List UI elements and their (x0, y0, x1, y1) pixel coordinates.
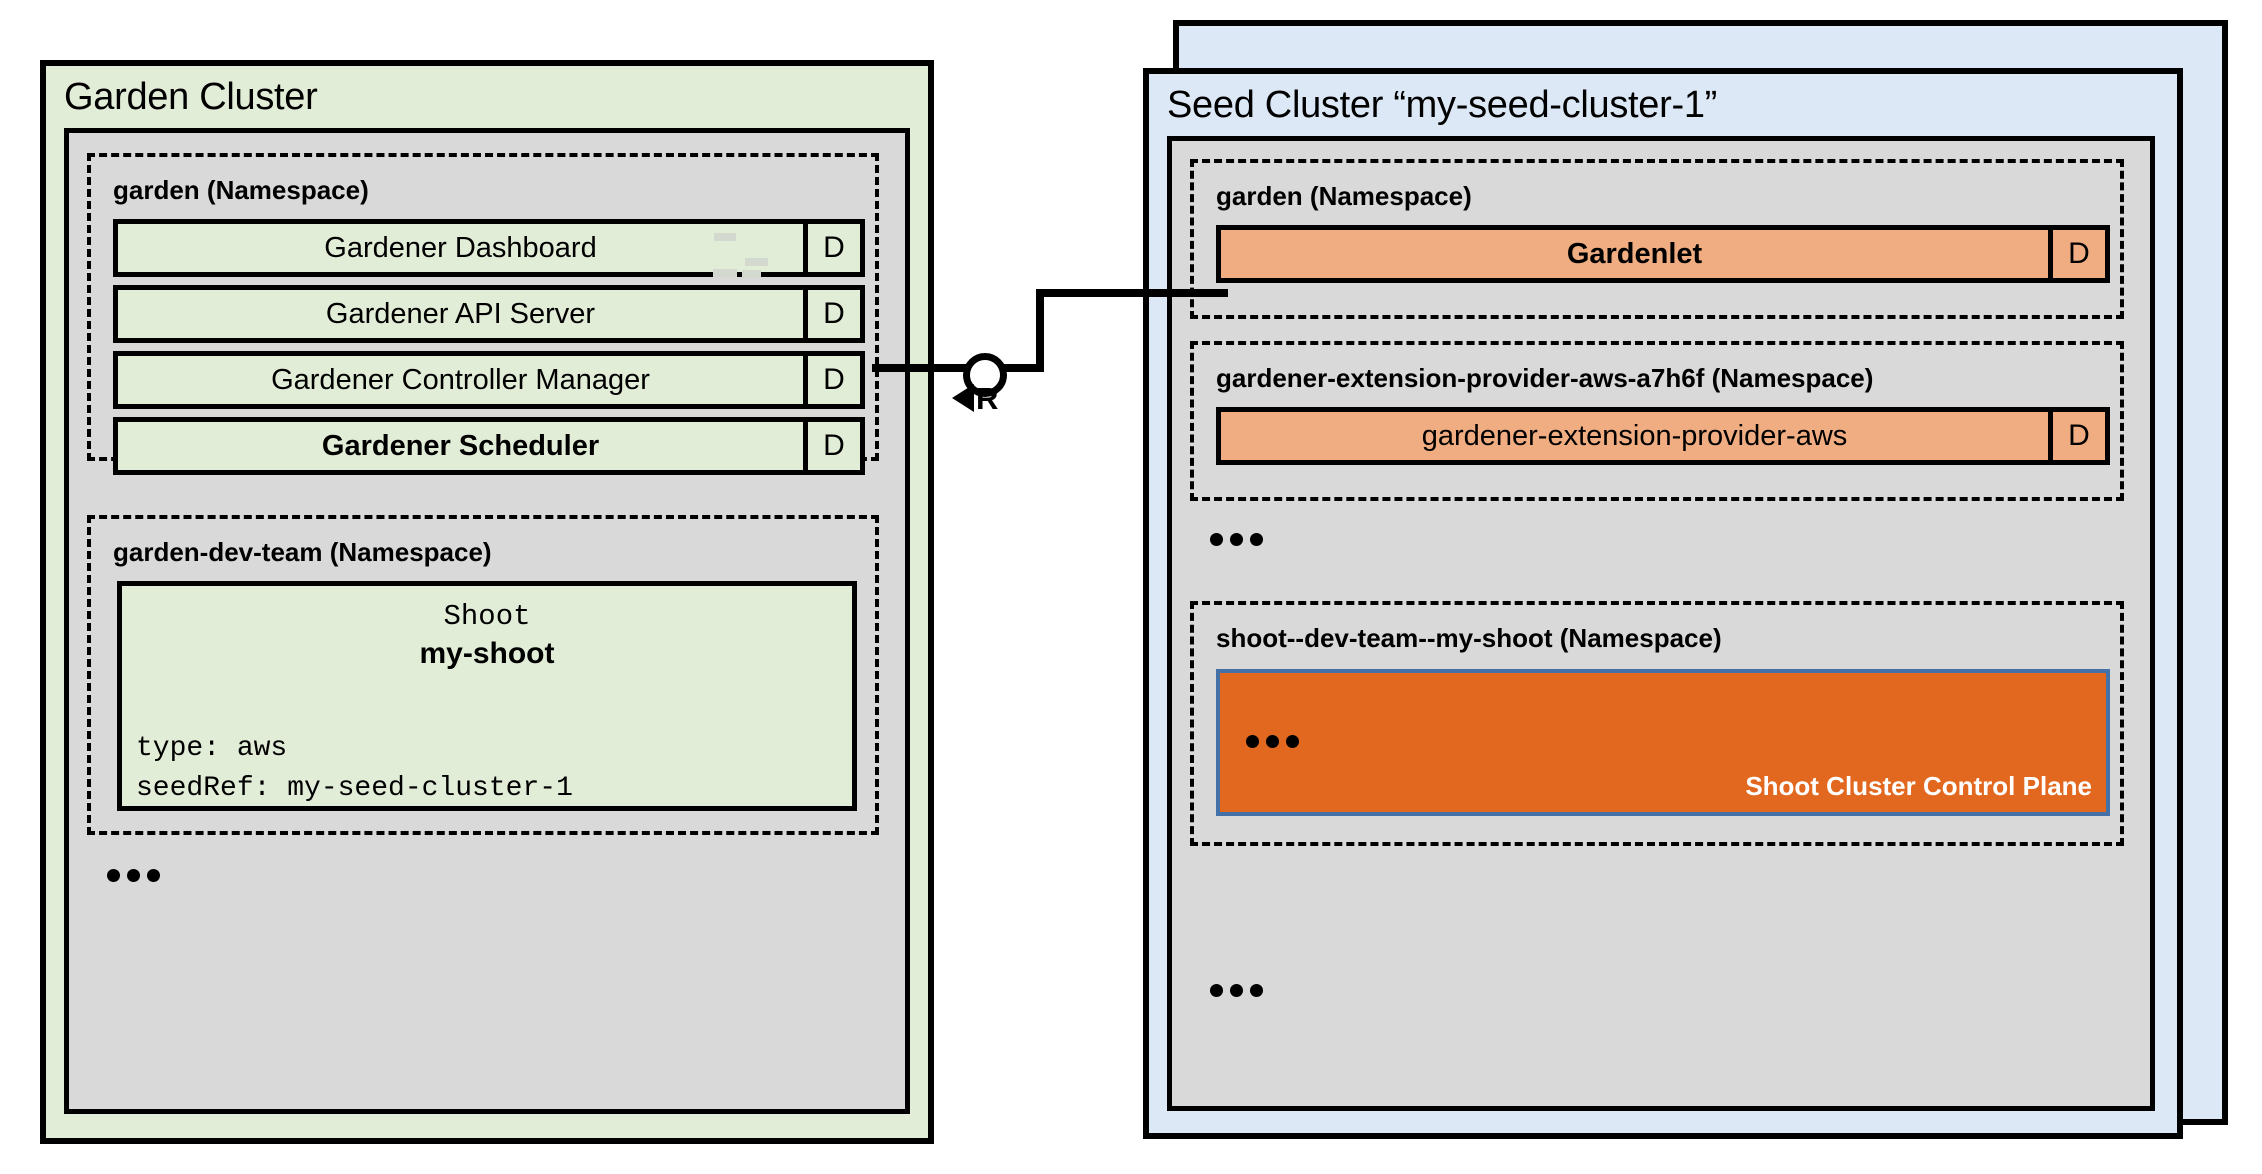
workload-gardener-api-server-kind: D (803, 290, 860, 338)
workload-gardener-dashboard[interactable]: Gardener Dashboard D (113, 219, 865, 278)
workload-gardener-controller-manager-kind: D (803, 356, 860, 404)
workload-gardener-controller-manager-label: Gardener Controller Manager (271, 363, 650, 396)
connector-segment-upper-horizontal (1036, 289, 1228, 297)
dashboard-artifact-4 (742, 270, 761, 278)
namespace-garden-dev-team-label: garden-dev-team (Namespace) (113, 537, 492, 567)
control-plane-more-indicator (1246, 735, 1299, 748)
workload-gardener-dashboard-label: Gardener Dashboard (324, 231, 597, 264)
shoot-spec-seedref: seedRef: my-seed-cluster-1 (136, 772, 573, 804)
garden-cluster: Garden Cluster garden (Namespace) Garden… (40, 60, 934, 1144)
namespace-shoot-dev-team-my-shoot: shoot--dev-team--my-shoot (Namespace) Sh… (1190, 601, 2124, 846)
namespace-gardener-extension-provider-aws: gardener-extension-provider-aws-a7h6f (N… (1190, 341, 2124, 501)
shoot-cluster-control-plane-label: Shoot Cluster Control Plane (1745, 771, 2092, 801)
namespace-garden: garden (Namespace) Gardener Dashboard D … (87, 153, 879, 475)
namespace-shoot-dev-team-my-shoot-label: shoot--dev-team--my-shoot (Namespace) (1216, 623, 1722, 653)
seed-cluster-title: Seed Cluster “my-seed-cluster-1” (1167, 84, 1718, 126)
workload-gardener-scheduler-label: Gardener Scheduler (321, 429, 600, 462)
workload-gardener-extension-provider-aws-label: gardener-extension-provider-aws (1421, 419, 1848, 452)
seed-cluster: Seed Cluster “my-seed-cluster-1” garden … (1143, 68, 2183, 1139)
workload-gardener-controller-manager[interactable]: Gardener Controller Manager D (113, 351, 865, 409)
shoot-resource-card[interactable]: Shoot my-shoot type: aws seedRef: my-see… (117, 581, 857, 811)
workload-gardener-scheduler[interactable]: Gardener Scheduler D (113, 417, 865, 475)
namespace-seed-garden: garden (Namespace) Gardenlet D (1190, 159, 2124, 319)
dashboard-artifact-3 (713, 269, 737, 277)
shoot-cluster-control-plane[interactable]: Shoot Cluster Control Plane (1216, 669, 2110, 816)
connector-segment-lower-horizontal (872, 364, 1044, 372)
namespace-seed-garden-label: garden (Namespace) (1216, 181, 1472, 211)
namespace-garden-label: garden (Namespace) (113, 175, 369, 205)
namespace-gardener-extension-provider-aws-label: gardener-extension-provider-aws-a7h6f (N… (1216, 363, 1874, 393)
connector-direction-arrow-icon (952, 384, 974, 412)
dashboard-artifact-1 (714, 233, 736, 241)
workload-gardener-extension-provider-aws-kind: D (2048, 412, 2105, 460)
workload-gardener-dashboard-kind: D (803, 224, 860, 272)
workload-gardenlet-kind: D (2048, 230, 2105, 278)
workload-gardener-scheduler-kind: D (803, 422, 860, 470)
seed-cluster-node-area: garden (Namespace) Gardenlet D gardener-… (1167, 136, 2155, 1111)
shoot-spec-type: type: aws (136, 733, 288, 764)
garden-cluster-node-area: garden (Namespace) Gardener Dashboard D … (64, 128, 910, 1114)
workload-gardenlet-label: Gardenlet (1566, 237, 1703, 270)
seed-cluster-more-indicator-middle (1210, 533, 1263, 546)
connector-segment-vertical (1036, 289, 1044, 368)
garden-cluster-more-indicator (107, 869, 160, 882)
workload-gardener-api-server-label: Gardener API Server (325, 297, 596, 330)
shoot-name-label: my-shoot (419, 637, 555, 670)
connector-label: R (976, 381, 999, 416)
workload-gardener-api-server[interactable]: Gardener API Server D (113, 285, 865, 343)
workload-gardener-extension-provider-aws[interactable]: gardener-extension-provider-aws D (1216, 407, 2110, 465)
dashboard-artifact-2 (745, 258, 768, 266)
namespace-garden-dev-team: garden-dev-team (Namespace) Shoot my-sho… (87, 515, 879, 835)
shoot-kind-label: Shoot (443, 600, 531, 633)
garden-cluster-title: Garden Cluster (64, 76, 318, 118)
seed-cluster-more-indicator-bottom (1210, 984, 1263, 997)
workload-gardenlet[interactable]: Gardenlet D (1216, 225, 2110, 283)
